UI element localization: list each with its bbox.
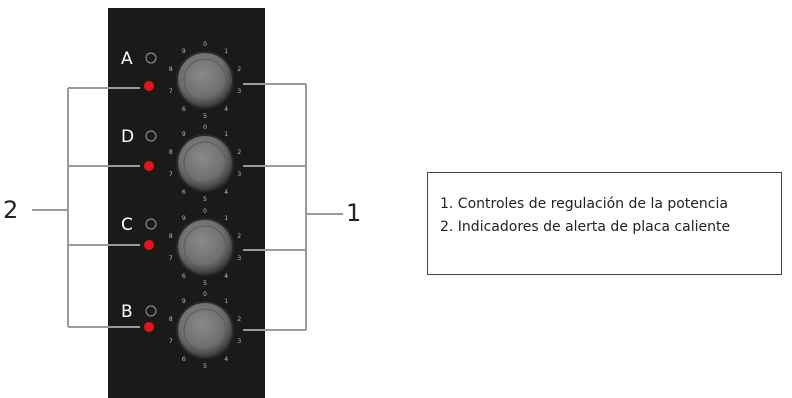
dial-mark: 2 [237,149,241,156]
dial-mark: 5 [203,280,207,287]
hot-plate-warning-led [144,81,154,91]
power-control-knob[interactable] [178,220,232,274]
zone-letter-b: B [121,302,133,322]
dial-mark: 0 [203,124,207,131]
zone-indicator-ring [145,218,157,230]
dial-mark: 2 [237,233,241,240]
power-control-knob[interactable] [178,136,232,190]
dial-mark: 0 [203,208,207,215]
legend-item-hot-plate-indicators: 2. Indicadores de alerta de placa calien… [440,219,731,235]
dial-mark: 9 [182,131,186,138]
dial-mark: 5 [203,363,207,370]
zone-indicator-ring [145,130,157,142]
zone-control-d: 0 1 2 3 4 5 6 7 8 9 [144,124,241,203]
zone-letter-d: D [121,127,135,147]
dial-mark: 2 [237,66,241,73]
dial-mark: 7 [169,338,173,345]
dial-mark: 3 [237,88,241,95]
legend-item-power-controls: 1. Controles de regulación de la potenci… [440,196,728,212]
dial-mark: 4 [224,356,228,363]
dial-mark: 9 [182,298,186,305]
zone-indicator-ring [145,305,157,317]
dial-mark: 7 [169,255,173,262]
dial-mark: 0 [203,41,207,48]
dial-mark: 4 [224,189,228,196]
zone-letter-a: A [121,49,133,69]
dial-mark: 7 [169,171,173,178]
dial-mark: 6 [182,356,186,363]
dial-mark: 8 [169,66,173,73]
callout-brackets [32,83,343,331]
knob-face-ring [183,225,227,269]
hot-plate-warning-led [144,240,154,250]
callout-number-2: 2 [3,196,19,224]
dial-mark: 6 [182,273,186,280]
power-control-knob[interactable] [178,303,232,357]
dial-mark: 1 [224,48,228,55]
hot-plate-warning-led [144,322,154,332]
dial-mark: 8 [169,149,173,156]
dial-mark: 9 [182,215,186,222]
knob-face-ring [183,141,227,185]
zone-control-b: 0 1 2 3 4 5 6 7 8 9 [144,291,241,370]
dial-mark: 5 [203,196,207,203]
dial-mark: 4 [224,106,228,113]
dial-mark: 4 [224,273,228,280]
zone-controls: 0 1 2 3 4 5 6 7 8 9 0 1 2 3 4 5 6 7 8 9 0 1 2 3 4 5 6 7 8 9 0 1 2 3 4 5 6 7 8 9 [144,41,241,370]
zone-indicator-ring [145,52,157,64]
dial-mark: 3 [237,171,241,178]
zone-letter-c: C [121,215,133,235]
dial-mark: 9 [182,48,186,55]
dial-mark: 8 [169,316,173,323]
dial-mark: 7 [169,88,173,95]
callout-number-1: 1 [346,199,362,227]
dial-mark: 3 [237,255,241,262]
dial-mark: 6 [182,106,186,113]
dial-mark: 2 [237,316,241,323]
dial-mark: 3 [237,338,241,345]
dial-mark: 1 [224,131,228,138]
dial-mark: 6 [182,189,186,196]
dial-mark: 8 [169,233,173,240]
dial-mark: 0 [203,291,207,298]
zone-control-a: 0 1 2 3 4 5 6 7 8 9 [144,41,241,120]
legend-box: 1. Controles de regulación de la potenci… [427,172,782,275]
dial-mark: 1 [224,298,228,305]
hot-plate-warning-led [144,161,154,171]
dial-mark: 5 [203,113,207,120]
power-control-knob[interactable] [178,53,232,107]
zone-control-c: 0 1 2 3 4 5 6 7 8 9 [144,208,241,287]
knob-face-ring [183,308,227,352]
knob-face-ring [183,58,227,102]
dial-mark: 1 [224,215,228,222]
